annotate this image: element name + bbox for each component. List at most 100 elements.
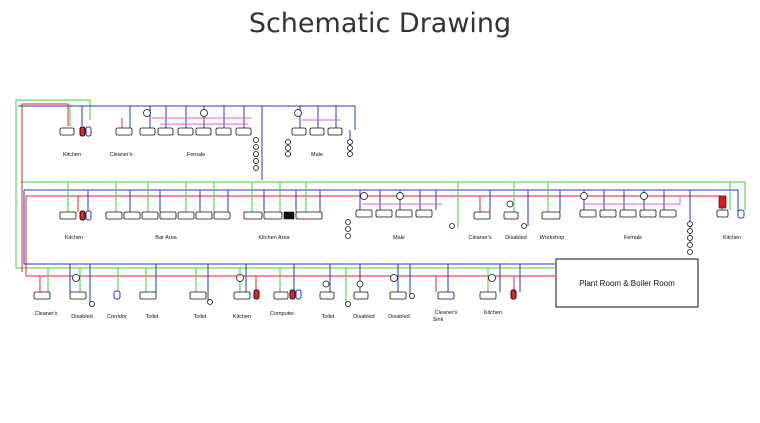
fixture-top-valve-3 <box>294 109 302 117</box>
label-bot-disabled-3: Disabled <box>388 314 409 320</box>
page-title: Schematic Drawing <box>248 8 512 39</box>
fixture-top-female-1 <box>139 127 156 136</box>
label-bot-cleaners-sink-1: Cleaner's <box>434 310 457 316</box>
fixture-mid-female-basin-2 <box>687 228 693 234</box>
fixture-top-female-5 <box>215 127 232 136</box>
fixture-top-female-4 <box>195 127 212 136</box>
room-labels: Kitchen Cleaner's Female Male Kitchen Ba… <box>34 152 741 323</box>
fixture-bot-disabled-2 <box>353 291 369 300</box>
pipe-blue-bottom <box>23 190 555 265</box>
pipe-red-outer <box>21 103 69 272</box>
fixture-right-kitchen-sink <box>716 209 729 218</box>
fixture-bar-3 <box>141 211 159 220</box>
fixture-bar-6 <box>195 211 213 220</box>
fixture-mid-valve-1 <box>360 192 368 200</box>
top-row-branches <box>69 104 351 180</box>
label-bot-toilet-2: Toilet <box>194 314 207 320</box>
fixture-bot-valve-1 <box>72 274 80 282</box>
fixture-top-valve-1 <box>143 109 151 117</box>
fixture-bot-valve-3 <box>322 280 330 288</box>
label-bot-cleaners: Cleaner's <box>34 311 57 317</box>
fixture-top-male-1 <box>291 127 307 136</box>
fixture-ka-2 <box>263 211 283 220</box>
fixture-mid-female-5 <box>659 209 677 218</box>
fixture-bot-cleaners-sink <box>437 291 455 300</box>
fixture-bot-valve-6 <box>488 274 496 282</box>
fixture-mid-kitchen-blue <box>85 210 92 221</box>
fixture-mid-female-1 <box>579 209 597 218</box>
label-mid-female: Female <box>624 235 642 241</box>
pipe-green-outer <box>15 99 91 268</box>
fixture-bar-5 <box>177 211 195 220</box>
fixture-mid-male-1 <box>355 209 373 218</box>
fixture-top-cleaners-sink <box>115 127 133 136</box>
pipe-blue-right <box>690 189 739 212</box>
fixture-mid-basin <box>449 223 455 229</box>
label-mid-male: Male <box>393 235 405 241</box>
label-bot-disabled-1: Disabled <box>71 314 92 320</box>
fixture-ka-1 <box>243 211 263 220</box>
fixture-mid-urinal-1 <box>345 219 351 225</box>
fixture-top-urinal-5 <box>253 165 259 171</box>
label-bot-kitchen-2: Kitchen <box>484 310 502 316</box>
label-mid-kitchen-right: Kitchen <box>723 235 741 241</box>
fixture-mid-kitchen-sink <box>59 211 77 220</box>
fixtures-middle <box>59 192 745 255</box>
fixture-mid-urinal-3 <box>345 233 351 239</box>
label-mid-cleaners: Cleaner's <box>468 235 491 241</box>
label-bot-toilet-1: Toilet <box>146 314 159 320</box>
fixture-mid-disabled-basin <box>521 223 527 229</box>
fixture-mid-kitchen-red <box>79 210 86 221</box>
fixture-bot-basin-1 <box>89 301 95 307</box>
fixture-mid-female-3 <box>619 209 637 218</box>
fixture-bar-1 <box>105 211 123 220</box>
pipe-green-mid <box>20 181 746 210</box>
fixture-top-male-basin-2 <box>347 145 353 151</box>
fixture-bot-disabled-3 <box>389 291 407 300</box>
plant-room-label: Plant Room & Boiler Room <box>579 279 675 288</box>
fixture-mid-male-2 <box>375 209 393 218</box>
fixture-mid-workshop <box>541 211 561 220</box>
fixture-mid-urinal-2 <box>345 226 351 232</box>
fixture-bot-basin-3 <box>345 301 351 307</box>
label-bot-computer: Computer <box>270 311 294 317</box>
fixture-top-male-basin-1 <box>347 139 353 145</box>
label-top-female: Female <box>187 152 205 158</box>
fixture-top-urinal-1 <box>253 137 259 143</box>
fixture-mid-female-2 <box>599 209 617 218</box>
fixture-bot-toilet-2 <box>189 291 207 300</box>
fixture-bot-corridor <box>113 290 121 300</box>
fixture-top-female-2 <box>157 127 174 136</box>
label-top-male: Male <box>311 152 323 158</box>
label-top-kitchen: Kitchen <box>63 152 81 158</box>
fixture-top-male-urinal-2 <box>285 145 291 151</box>
label-mid-kitchen: Kitchen <box>65 235 83 241</box>
fixture-top-kitchen-blue <box>85 126 92 137</box>
label-bot-cleaners-sink-2: Sink <box>433 317 444 323</box>
plant-room: Plant Room & Boiler Room <box>555 258 699 308</box>
fixture-bot-valve-5 <box>390 274 398 282</box>
fixture-right-kitchen-blue <box>737 209 745 219</box>
fixture-bot-computer-red <box>289 289 296 300</box>
fixture-top-kitchen-red <box>79 126 86 137</box>
fixture-bot-toilet-3 <box>319 291 335 300</box>
fixture-top-female-3 <box>177 127 194 136</box>
fixture-mid-female-basin-3 <box>687 235 693 241</box>
label-bot-toilet-3: Toilet <box>322 314 335 320</box>
fixture-bot-valve-2 <box>236 274 244 282</box>
fixture-mid-valve-2 <box>396 192 404 200</box>
bottom-row-branches <box>39 264 521 306</box>
fixture-bot-cleaners <box>33 291 51 300</box>
fixture-mid-valve-4 <box>640 192 648 200</box>
fixture-top-male-basin-3 <box>347 151 353 157</box>
fixture-mid-female-basin-5 <box>687 249 693 255</box>
fixture-ka-3 <box>283 211 295 220</box>
label-top-cleaners: Cleaner's <box>109 152 132 158</box>
fixture-right-kitchen-tank <box>718 195 727 209</box>
fixture-top-female-6 <box>235 127 252 136</box>
fixture-top-male-urinal-3 <box>285 151 291 157</box>
fixture-bot-computer <box>273 291 289 300</box>
pipe-network <box>15 99 746 277</box>
pipe-red-bottom <box>25 196 555 277</box>
